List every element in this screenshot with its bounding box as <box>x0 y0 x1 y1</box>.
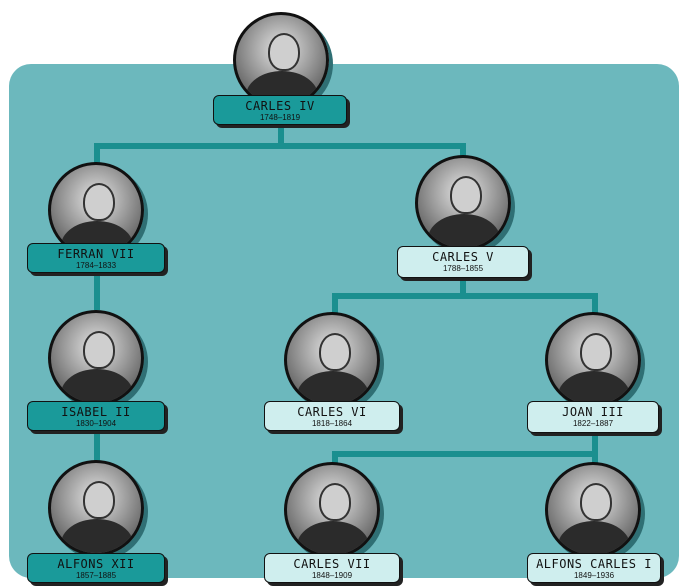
portrait-alfons-carles-i <box>545 462 641 558</box>
node-dates: 1830–1904 <box>75 419 117 428</box>
portrait-carles-vi <box>284 312 380 408</box>
node-dates: 1784–1833 <box>75 261 117 270</box>
node-carles-v: CARLES V 1788–1855 <box>397 246 529 278</box>
connector <box>94 143 100 163</box>
node-dates: 1748–1819 <box>259 113 301 122</box>
node-alfons-carles-i: ALFONS CARLES I 1849–1936 <box>527 553 661 583</box>
connector <box>332 293 338 313</box>
node-name: CARLES VI <box>297 405 367 419</box>
node-name: ISABEL II <box>61 405 131 419</box>
connector <box>94 430 100 470</box>
node-name: CARLES IV <box>245 99 315 113</box>
node-dates: 1788–1855 <box>442 264 484 273</box>
node-dates: 1848–1909 <box>311 571 353 580</box>
portrait-carles-v <box>415 155 511 251</box>
connector <box>592 434 598 454</box>
node-name: CARLES V <box>432 250 494 264</box>
connector <box>278 124 284 146</box>
connector <box>592 293 598 313</box>
node-joan-iii: JOAN III 1822–1887 <box>527 401 659 433</box>
node-carles-iv: CARLES IV 1748–1819 <box>213 95 347 125</box>
node-name: ALFONS XII <box>57 557 135 571</box>
connector <box>592 451 598 465</box>
node-alfons-xii: ALFONS XII 1857–1885 <box>27 553 165 583</box>
node-name: CARLES VII <box>293 557 371 571</box>
connector <box>332 293 598 299</box>
node-carles-vi: CARLES VI 1818–1864 <box>264 401 400 431</box>
node-dates: 1849–1936 <box>573 571 615 580</box>
portrait-joan-iii <box>545 312 641 408</box>
portrait-isabel-ii <box>48 310 144 406</box>
connector <box>94 143 466 149</box>
connector <box>460 278 466 296</box>
node-name: ALFONS CARLES I <box>536 557 652 571</box>
node-dates: 1822–1887 <box>572 419 614 428</box>
connector <box>332 451 598 457</box>
portrait-carles-iv <box>233 12 329 108</box>
connector <box>332 451 338 465</box>
portrait-alfons-xii <box>48 460 144 556</box>
connector <box>94 270 100 310</box>
node-dates: 1857–1885 <box>75 571 117 580</box>
node-carles-vii: CARLES VII 1848–1909 <box>264 553 400 583</box>
node-isabel-ii: ISABEL II 1830–1904 <box>27 401 165 431</box>
node-name: JOAN III <box>562 405 624 419</box>
connector <box>460 143 466 165</box>
portrait-carles-vii <box>284 462 380 558</box>
node-name: FERRAN VII <box>57 247 135 261</box>
node-ferran-vii: FERRAN VII 1784–1833 <box>27 243 165 273</box>
node-dates: 1818–1864 <box>311 419 353 428</box>
